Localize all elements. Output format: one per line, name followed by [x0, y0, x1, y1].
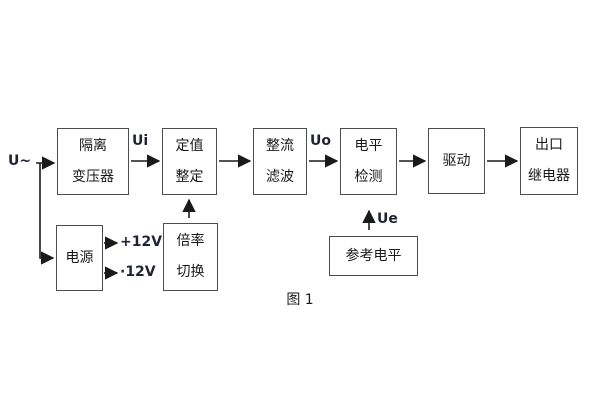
block-setting-adjust-line2: 整定	[175, 168, 204, 185]
block-isolation-transformer-line2: 变压器	[72, 168, 114, 185]
block-isolation-transformer-line1: 隔离	[79, 137, 107, 154]
block-level-detection: 电平 检测	[340, 128, 397, 195]
signal-label-input-voltage: U~	[8, 153, 32, 169]
block-ratio-switch: 倍率 切换	[163, 223, 218, 291]
block-output-relay: 出口 继电器	[520, 127, 578, 195]
block-reference-level: 参考电平	[329, 236, 418, 276]
signal-label-ui: Ui	[132, 133, 149, 149]
block-setting-adjust-line1: 定值	[175, 137, 204, 154]
block-output-relay-line1: 出口	[535, 137, 563, 153]
block-level-detection-line2: 检测	[354, 168, 383, 185]
arrow-input-to-power-supply	[39, 163, 55, 265]
block-drive: 驱动	[428, 128, 485, 194]
signal-label-uo: Uo	[310, 133, 331, 149]
figure-caption: 图 1	[286, 292, 314, 308]
block-setting-adjust: 定值 整定	[162, 128, 217, 195]
block-ratio-switch-line2: 切换	[176, 264, 205, 280]
block-drive-label: 驱动	[442, 152, 471, 169]
block-power-supply-label: 电源	[65, 249, 94, 266]
block-level-detection-line1: 电平	[354, 137, 383, 154]
signal-label-minus-12v: ·12V	[120, 264, 156, 280]
block-isolation-transformer: 隔离 变压器	[57, 128, 129, 195]
block-power-supply: 电源	[56, 225, 103, 291]
block-rectifier-filter-line1: 整流	[266, 137, 294, 154]
signal-label-ue: Ue	[377, 211, 398, 227]
signal-label-plus-12v: +12V	[120, 234, 163, 250]
block-ratio-switch-line1: 倍率	[176, 233, 205, 249]
block-reference-level-label: 参考电平	[345, 247, 402, 264]
block-rectifier-filter: 整流 滤波	[253, 128, 307, 195]
block-output-relay-line2: 继电器	[528, 168, 570, 184]
block-rectifier-filter-line2: 滤波	[266, 168, 294, 185]
